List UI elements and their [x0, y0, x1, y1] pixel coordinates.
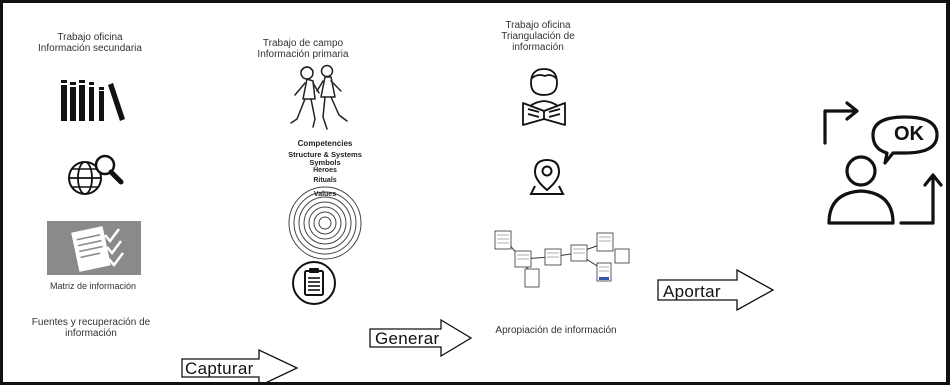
aportar-label: Aportar: [663, 282, 721, 301]
ring-structure: [293, 191, 357, 255]
ring-rituals: [308, 206, 342, 240]
generar-label: Generar: [375, 329, 440, 348]
ring-label: Structure & Systems: [288, 150, 362, 159]
col3-bottom-label: Apropiación de información: [495, 325, 617, 336]
col1-bottom-line1: Fuentes y recuperación de: [31, 317, 151, 328]
ok-bubble-text: OK: [894, 123, 924, 145]
ring-label: Values: [313, 191, 337, 198]
col3-title-line2: Triangulación de: [501, 31, 575, 42]
ring-heroes: [303, 201, 347, 245]
generar-arrow: [369, 318, 473, 358]
ring-label: Symbols: [309, 158, 341, 167]
ring-values: [313, 211, 337, 235]
ring-label: Competencies: [297, 139, 353, 148]
capturar-arrow: [181, 348, 299, 382]
col3-title: Trabajo oficina Triangulación de informa…: [483, 20, 593, 53]
matrix-document-icon: [47, 221, 141, 275]
location-pin-icon: [529, 158, 565, 195]
capturar-label: Capturar: [185, 359, 254, 378]
col1-bottom-line2: información: [65, 328, 117, 339]
matrix-label: Matriz de información: [49, 281, 137, 291]
books-icon: [61, 80, 125, 121]
col2-title: Trabajo de campo Información primaria: [243, 38, 363, 60]
col2-title-line2: Información primaria: [257, 49, 349, 60]
person-reading-icon: [522, 68, 566, 126]
col1-title-line2: Información secundaria: [38, 43, 142, 54]
col1-bottom-label: Fuentes y recuperación de información: [11, 317, 171, 339]
globe-search-icon: [68, 154, 124, 195]
ring-competencies: [288, 186, 362, 260]
aportar-arrow: [657, 268, 775, 312]
col3-title-line1: Trabajo oficina: [505, 20, 571, 31]
col1-title-line1: Trabajo oficina: [57, 32, 123, 43]
network-diagram: [494, 230, 630, 288]
walking-people-icon: [290, 64, 348, 130]
ring-label: Heroes: [313, 167, 337, 174]
col1-title: Trabajo oficina Información secundaria: [15, 32, 165, 54]
user-feedback-icon: [823, 101, 943, 225]
col2-title-line1: Trabajo de campo: [262, 38, 344, 49]
clipboard-icon: [292, 261, 336, 305]
col3-title-line3: información: [512, 42, 564, 53]
ring-label: Rituals: [313, 177, 337, 184]
ring-symbols: [298, 196, 352, 250]
culture-onion-diagram: [288, 186, 362, 260]
